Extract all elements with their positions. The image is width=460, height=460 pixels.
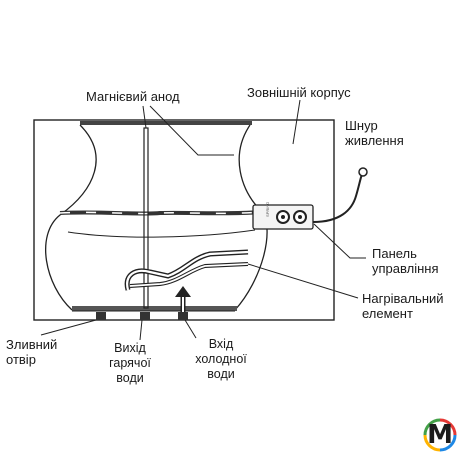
label-magnesium-anode: Магнієвий анод xyxy=(86,89,180,104)
leader-anode-casing xyxy=(149,105,234,156)
label-hot-water-outlet-line1: Вихід xyxy=(114,341,146,355)
leader-hot-outlet xyxy=(139,319,143,341)
label-cold-water-inlet-line1: Вхід xyxy=(208,337,234,351)
brand-logo-letter: M xyxy=(427,420,453,450)
tank-weld-seam-inner xyxy=(59,211,263,215)
label-hot-water-outlet-line2: гарячої xyxy=(109,356,151,370)
magnesium-anode-rod xyxy=(143,127,149,309)
panel-brand-text: SPRING xyxy=(265,202,270,217)
leader-drain xyxy=(40,319,97,336)
label-power-cord-line2: живлення xyxy=(345,133,404,148)
leader-casing xyxy=(292,99,301,145)
label-heating-element-line1: Нагрівальний xyxy=(362,291,444,306)
leader-control-panel xyxy=(313,223,366,259)
label-control-panel: Панель управління xyxy=(372,246,438,276)
heating-element-tube-inner xyxy=(126,250,249,291)
casing-bottom-band xyxy=(72,306,237,311)
logo-arc-yellow xyxy=(423,434,441,452)
heating-element-loop-inner xyxy=(129,263,249,287)
label-outer-casing: Зовнішній корпус xyxy=(247,85,351,100)
power-cord-plug xyxy=(358,167,368,177)
label-heating-element: Нагрівальний елемент xyxy=(362,291,444,321)
logo-arc-blue xyxy=(439,434,457,452)
label-drain-hole: Зливний отвір xyxy=(6,337,57,367)
label-control-panel-line2: управління xyxy=(372,261,439,276)
leader-cold-inlet xyxy=(184,319,197,339)
tank-left-contour xyxy=(45,124,97,311)
label-drain-hole-line1: Зливний xyxy=(6,337,58,352)
label-cold-water-inlet-line3: води xyxy=(207,367,235,381)
hot-outlet-fitting xyxy=(140,312,150,320)
brand-logo: M xyxy=(423,418,457,452)
cold-inlet-fitting xyxy=(178,312,188,320)
thermostat-knob-center xyxy=(281,215,285,219)
label-cold-water-inlet-line2: холодної xyxy=(195,352,247,366)
logo-arc-red xyxy=(439,418,457,436)
label-hot-water-outlet-line3: води xyxy=(116,371,144,385)
label-power-cord: Шнур живлення xyxy=(345,118,404,148)
logo-arc-green xyxy=(423,418,441,436)
label-control-panel-line1: Панель xyxy=(372,246,417,261)
label-power-cord-line1: Шнур xyxy=(345,118,378,133)
label-hot-water-outlet: Вихід гарячої води xyxy=(100,341,160,386)
cold-inlet-arrow xyxy=(175,286,191,297)
label-drain-hole-line2: отвір xyxy=(6,352,36,367)
tank-lower-seam xyxy=(67,229,256,238)
power-knob-center xyxy=(298,215,302,219)
label-cold-water-inlet: Вхід холодної води xyxy=(186,337,256,382)
leader-heating-element xyxy=(247,263,359,299)
leader-anode-rod xyxy=(142,105,147,129)
label-heating-element-line2: елемент xyxy=(362,306,413,321)
power-cord xyxy=(312,173,363,223)
drain-fitting xyxy=(96,312,106,320)
brand-logo-ring-icon xyxy=(423,418,457,452)
